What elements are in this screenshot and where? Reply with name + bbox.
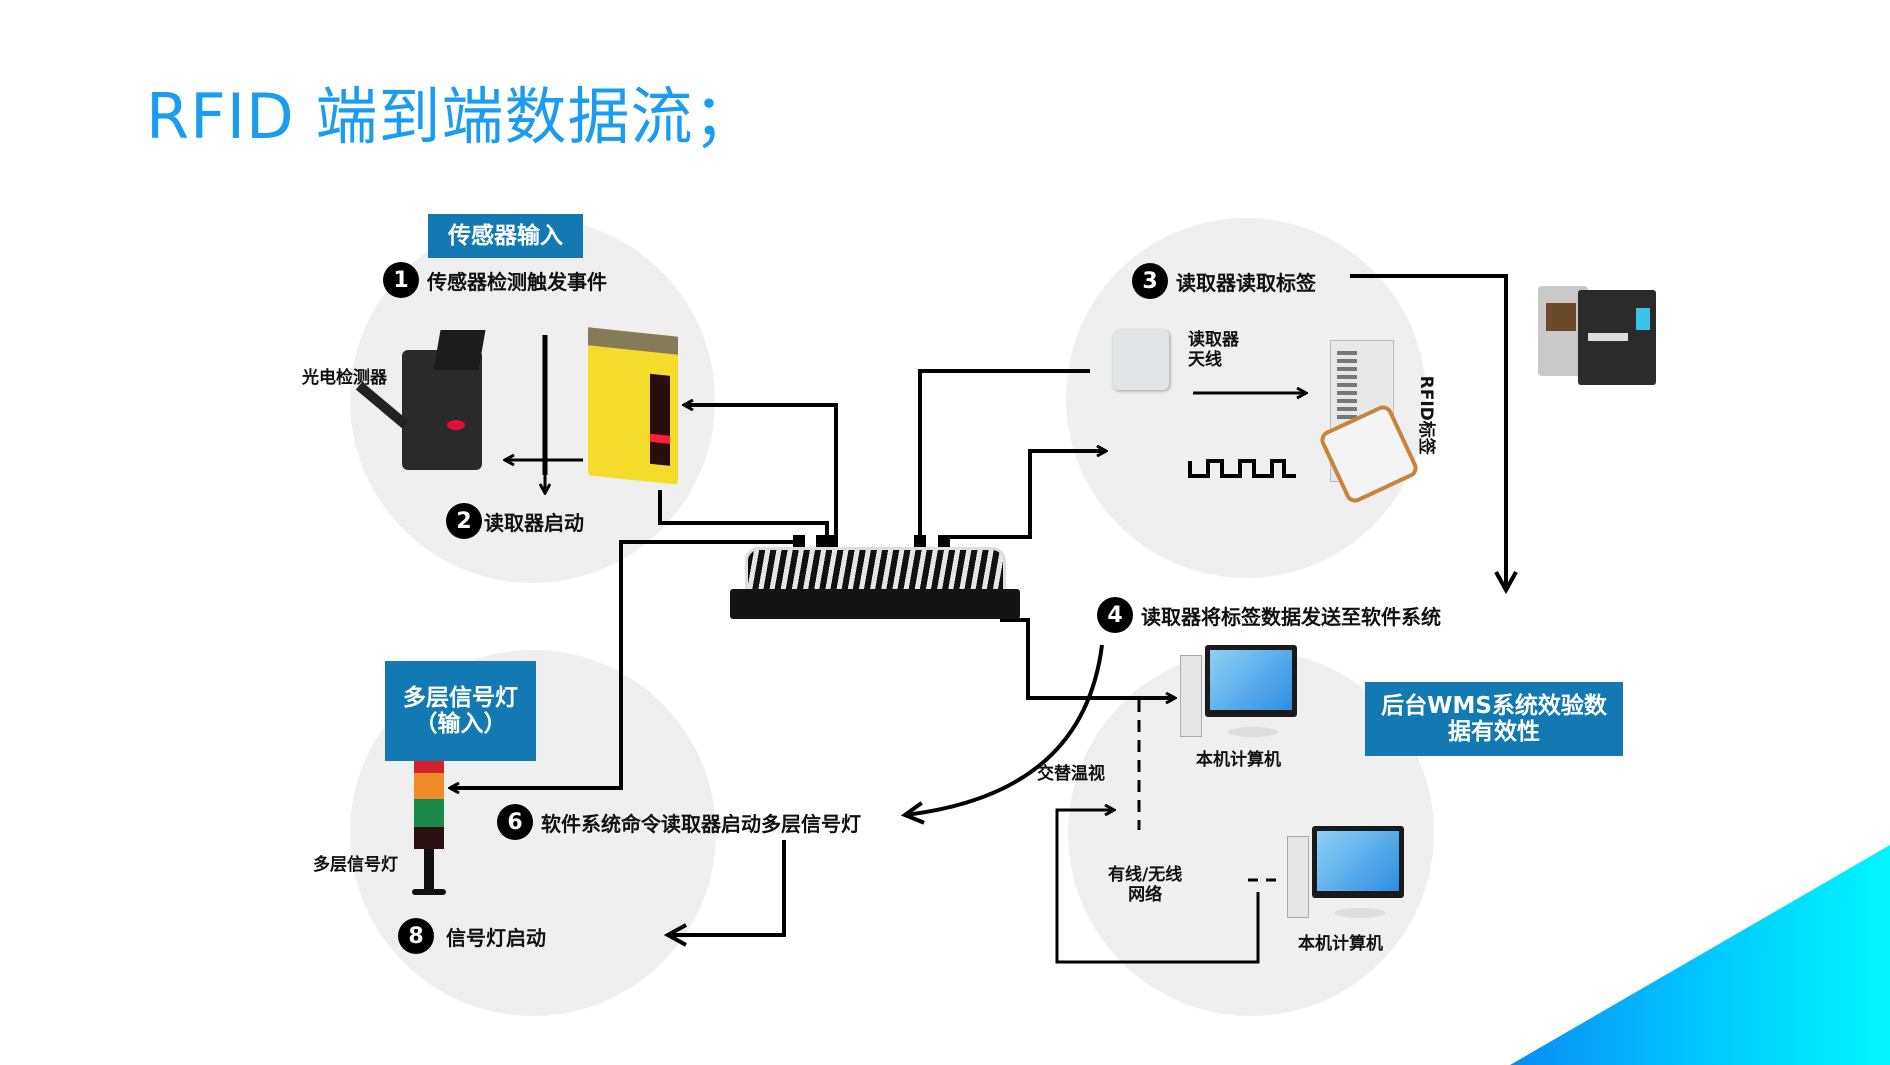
step-8: 8 信号灯启动 (398, 918, 546, 954)
port-1 (793, 535, 805, 547)
step-6: 6 软件系统命令读取器启动多层信号灯 (497, 804, 861, 840)
line-reader-to-antenna (918, 369, 1090, 537)
signal-tower-label: 多层信号灯 (313, 855, 398, 875)
step-text: 软件系统命令读取器启动多层信号灯 (541, 811, 861, 836)
line-sensor-to-reader (658, 490, 829, 537)
network-label-line1: 有线/无线 (1108, 865, 1183, 885)
step-badge: 6 (497, 804, 533, 840)
local-pc-label-1: 本机计算机 (1196, 750, 1281, 770)
curve-step4-to-step6 (905, 644, 1104, 815)
wms-line-1: 后台WMS系统效验数 (1381, 692, 1607, 719)
line-reader-to-sensor (684, 405, 838, 537)
yellow-sensor-icon (588, 327, 678, 485)
step-1: 1 传感器检测触发事件 (383, 262, 607, 298)
step-text: 信号灯启动 (446, 925, 546, 950)
sensor-input-box: 传感器输入 (428, 214, 583, 258)
square-wave-icon (1188, 459, 1296, 478)
line-step3-down (1350, 274, 1506, 590)
signal-tower-icon (412, 761, 448, 901)
antenna-label: 读取器 天线 (1188, 330, 1239, 371)
page-title: RFID 端到端数据流； (146, 80, 757, 153)
wms-validation-box: 后台WMS系统效验数 据有效性 (1365, 682, 1623, 756)
sensor-input-label: 传感器输入 (448, 222, 563, 249)
printer-icon (1538, 278, 1658, 388)
antenna-label-line1: 读取器 (1188, 330, 1239, 350)
photo-detector-label: 光电检测器 (302, 368, 387, 388)
local-pc-label-2: 本机计算机 (1298, 934, 1383, 954)
antenna-icon (1113, 330, 1169, 390)
step-badge: 3 (1132, 263, 1168, 299)
step-text: 读取器将标签数据发送至软件系统 (1141, 604, 1441, 629)
line-reader-to-computer (1000, 618, 1175, 698)
computer-icon-2 (1287, 826, 1407, 926)
line-step6-to-step8 (668, 840, 786, 935)
step-3: 3 读取器读取标签 (1132, 263, 1316, 299)
network-label: 有线/无线 网络 (1108, 865, 1182, 906)
computer-icon-1 (1180, 645, 1300, 745)
antenna-label-line2: 天线 (1188, 350, 1222, 371)
signal-box-line-2: （输入） (414, 711, 507, 737)
step-text: 读取器读取标签 (1176, 270, 1316, 295)
rfid-reader-device-icon (725, 547, 1025, 625)
wms-line-2: 据有效性 (1448, 719, 1540, 745)
line-network-loop (1055, 810, 1260, 964)
rfid-tag-label: RFID标签 (1415, 375, 1436, 455)
line-reader-to-antenna-lower (946, 451, 1106, 539)
network-label-line2: 网络 (1128, 885, 1163, 906)
port-2 (816, 535, 838, 547)
step-badge: 2 (446, 503, 482, 539)
step-4: 4 读取器将标签数据发送至软件系统 (1097, 597, 1441, 633)
step-badge: 8 (398, 918, 434, 954)
line-reader-to-signal (450, 540, 798, 788)
step-badge: 4 (1097, 597, 1133, 633)
photo-detector-icon (355, 330, 492, 475)
signal-box-line-1: 多层信号灯 (403, 684, 518, 711)
signal-light-input-box: 多层信号灯 （输入） (385, 661, 536, 761)
port-4 (938, 535, 950, 547)
step-2: 2 读取器启动 (446, 503, 584, 539)
step-badge: 1 (383, 262, 419, 298)
step-text: 读取器启动 (484, 510, 584, 535)
port-3 (914, 535, 926, 547)
alternate-monitor-label: 交替温视 (1037, 764, 1105, 784)
step-text: 传感器检测触发事件 (427, 269, 607, 294)
